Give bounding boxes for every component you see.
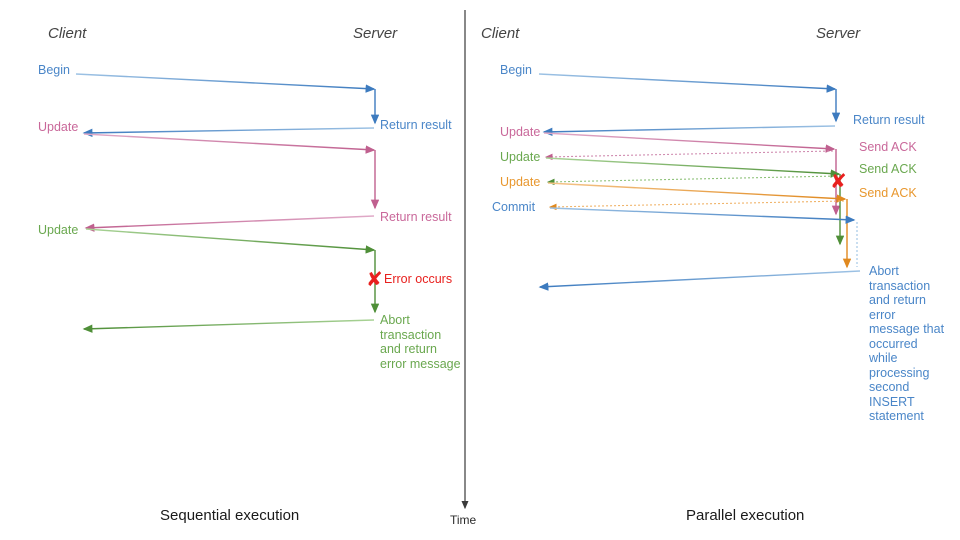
arrow-update-pink-p <box>543 132 836 153</box>
message-begin-sequential: Begin <box>38 63 70 77</box>
arrow-update-green-p <box>545 157 841 178</box>
arrow-return-result-2 <box>84 215 375 232</box>
message-update-pink-sequential: Update <box>38 120 79 134</box>
message-update-pink-parallel: Update <box>500 125 541 139</box>
sequential-panel-arrows <box>75 73 380 333</box>
message-update-green-parallel: Update <box>500 150 541 164</box>
message-return-result-2-sequential: Return result <box>380 210 452 224</box>
message-ack-green-parallel: Send ACK <box>859 162 917 176</box>
message-begin-parallel: Begin <box>500 63 532 77</box>
arrow-return-result-p <box>542 125 836 137</box>
message-error-occurs-sequential: Error occurs <box>384 272 453 286</box>
message-ack-orange-parallel: Send ACK <box>859 186 917 200</box>
message-return-result-1-sequential: Return result <box>380 118 452 132</box>
message-commit-parallel: Commit <box>492 200 536 214</box>
arrow-abort-blue-p <box>538 270 861 291</box>
caption-sequential: Sequential execution <box>160 507 300 524</box>
parallel-panel-arrows <box>538 73 861 291</box>
message-update-green-sequential: Update <box>38 223 79 237</box>
arrow-commit-p <box>549 207 856 224</box>
arrow-update-green-request <box>85 228 376 254</box>
lane-title-client-parallel: Client <box>481 25 520 42</box>
arrow-update-orange-p <box>547 182 847 203</box>
arrow-update-pink-request <box>83 133 376 154</box>
error-x-icon-sequential: ✘ <box>366 269 383 291</box>
message-update-orange-parallel: Update <box>500 175 541 189</box>
lane-title-server-sequential: Server <box>353 25 398 42</box>
arrow-ack-orange <box>548 200 845 211</box>
arrow-return-result-1 <box>82 127 375 138</box>
caption-parallel: Parallel execution <box>686 507 805 524</box>
message-return-result-parallel: Return result <box>853 113 925 127</box>
arrow-ack-pink <box>544 150 834 161</box>
arrow-begin-request-p <box>538 73 837 93</box>
message-abort-sequential: Abort transaction and return error messa… <box>380 313 461 371</box>
message-ack-pink-parallel: Send ACK <box>859 140 917 154</box>
message-abort-parallel: Abort transaction and return error messa… <box>869 264 945 423</box>
time-axis-label: Time <box>450 513 477 527</box>
arrow-ack-green <box>546 175 839 186</box>
lane-title-client-sequential: Client <box>48 25 87 42</box>
arrow-abort-green <box>82 319 375 333</box>
error-x-icon-parallel: ✘ <box>830 171 847 193</box>
lane-title-server-parallel: Server <box>816 25 861 42</box>
arrow-begin-request <box>75 73 376 93</box>
